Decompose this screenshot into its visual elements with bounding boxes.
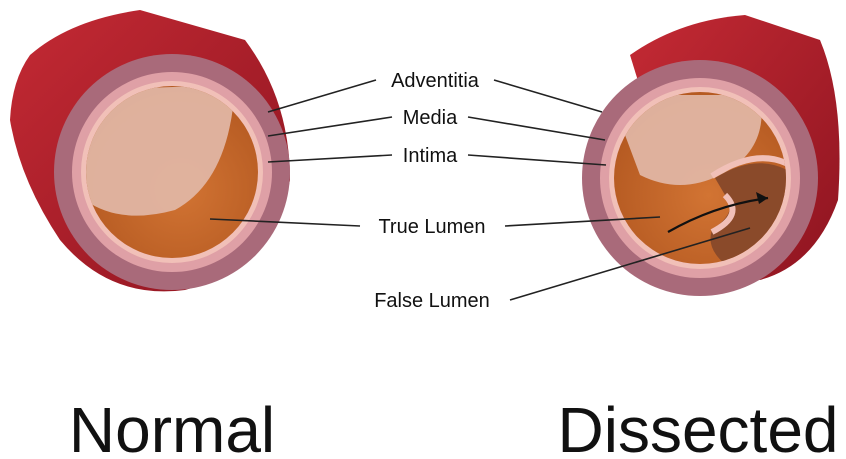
dissected-artery — [582, 15, 840, 296]
leader-adventitia-left — [268, 80, 376, 112]
label-false-lumen: False Lumen — [374, 290, 490, 312]
caption-dissected: Dissected — [558, 394, 839, 459]
caption-normal: Normal — [69, 394, 275, 459]
leader-adventitia-right — [494, 80, 602, 112]
leader-media-left — [268, 117, 392, 136]
label-intima: Intima — [403, 145, 458, 167]
normal-artery — [10, 10, 290, 291]
label-media: Media — [403, 107, 458, 129]
leader-media-right — [468, 117, 605, 140]
label-true-lumen: True Lumen — [378, 216, 485, 238]
label-adventitia: Adventitia — [391, 70, 480, 92]
